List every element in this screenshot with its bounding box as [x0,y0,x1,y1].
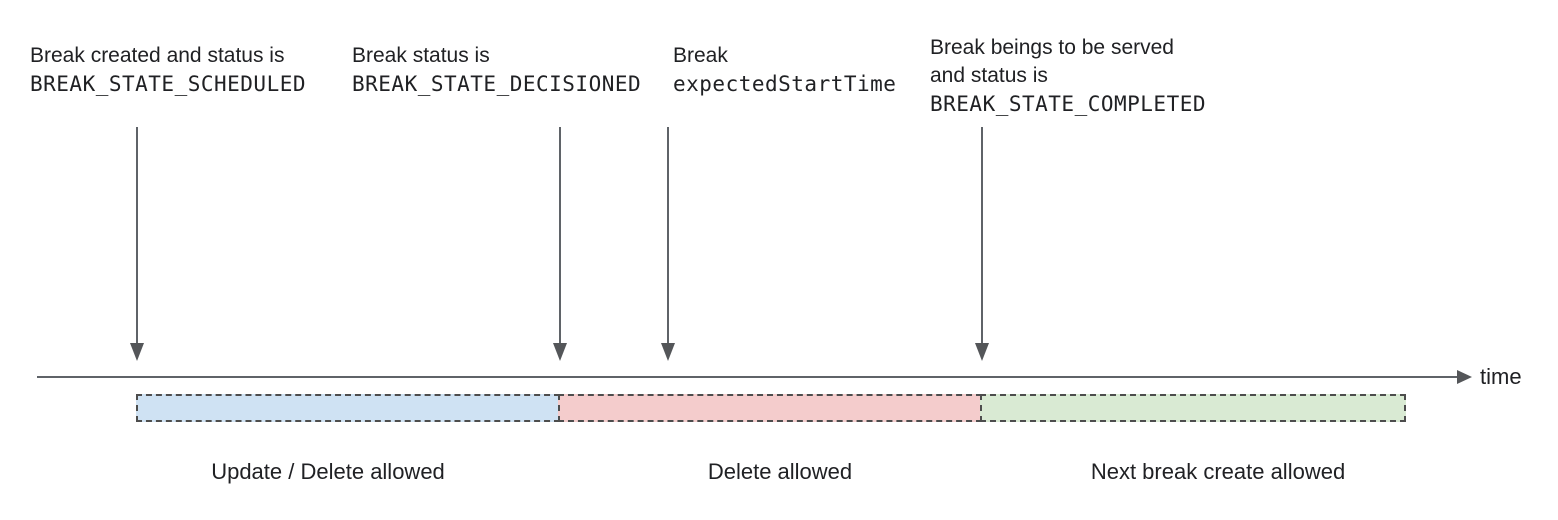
annotation-text: Break beings to be served [930,36,1174,59]
annotation-text: Break status is [352,44,490,67]
annotation-code: BREAK_STATE_COMPLETED [930,92,1207,116]
annotation-text: and status is [930,64,1048,87]
arrowhead-icon [553,343,567,361]
annotation-text: Break [673,44,728,67]
arrowhead-icon [661,343,675,361]
time-axis-label: time [1480,364,1522,389]
arrowhead-icon [975,343,989,361]
right-arrow-icon [1457,370,1472,384]
segment-label: Update / Delete allowed [211,459,445,484]
annotation-break-decisioned: Break status is BREAK_STATE_DECISIONED [352,42,641,98]
segment-next-break-create-allowed [980,394,1406,422]
annotation-code: expectedStartTime [673,72,897,96]
down-arrow-icon [130,127,144,361]
time-axis [37,370,1472,384]
annotation-break-completed: Break beings to be served and status is … [930,34,1206,118]
annotation-expected-start-time: Break expectedStartTime [673,42,896,98]
down-arrow-icon [661,127,675,361]
segment-delete-allowed [558,394,982,422]
segment-label: Next break create allowed [1090,459,1346,484]
annotation-break-scheduled: Break created and status is BREAK_STATE_… [30,42,306,98]
arrowhead-icon [130,343,144,361]
annotation-text: Break created and status is [30,44,285,67]
segment-label: Delete allowed [707,459,853,484]
down-arrow-icon [975,127,989,361]
annotation-code: BREAK_STATE_DECISIONED [352,72,642,96]
annotation-code: BREAK_STATE_SCHEDULED [30,72,307,96]
segment-update-delete-allowed [136,394,560,422]
down-arrow-icon [553,127,567,361]
